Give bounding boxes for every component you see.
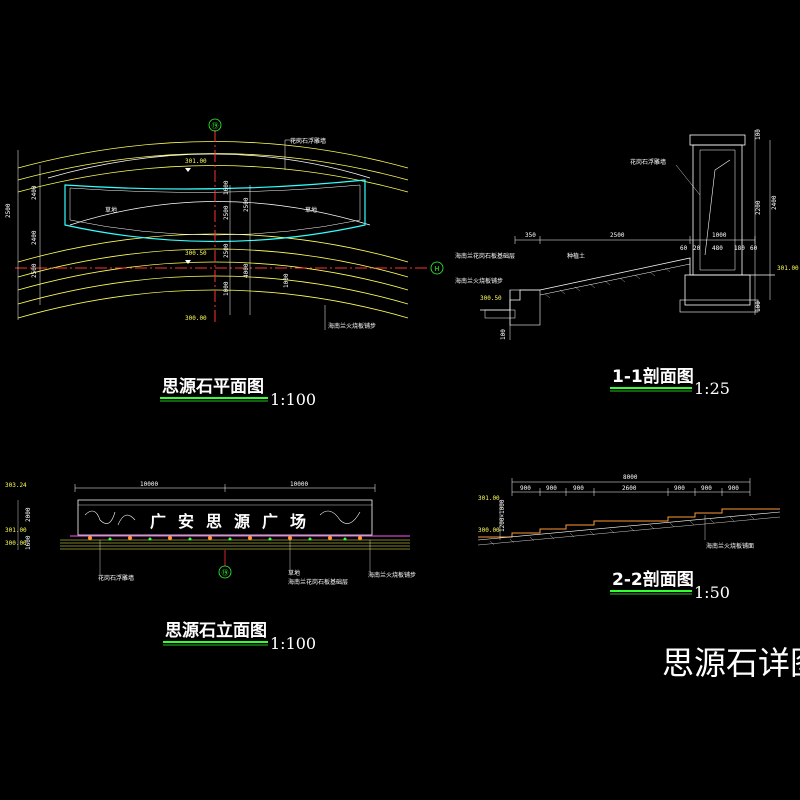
plan-note-paving: 海南兰火烧板铺步 [328,322,376,330]
plan-dim-mid-1: 1600 [223,180,230,195]
s11-note-soil: 种植土 [567,252,585,260]
plan-dim-left-4: 2400 [31,230,38,245]
plan-dim-left-2: 2400 [31,185,38,200]
s22-dim-7: 900 [728,485,739,492]
elev-level-300: 300.00 [5,540,27,547]
s11-wall-body [692,144,743,276]
s11-dim-100: 100 [500,329,507,340]
sheet-title: 思源石详图 [662,644,800,682]
elev-note-stone: 花岗石浮雕墙 [98,574,134,582]
elev-dim-right: 10000 [290,481,308,488]
plan-dim-mid-6: 1000 [223,281,230,296]
section-2-2: 8000 900 900 900 2600 900 900 900 301.00… [477,474,781,602]
elev-carve-1: 广 [150,512,166,531]
plan-dim-left-3: 2500 [31,263,38,278]
plan-axis-h-bubble [430,261,444,275]
elev-note-pave1: 海南兰花岗石板基础层 [288,578,348,586]
s11-dim-180: 180 [734,245,745,252]
plan-level-300-5: 300.50 [185,250,207,257]
s22-level-301: 301.00 [478,495,500,502]
s11-dim-480: 480 [712,245,723,252]
s11-dim-20: 20 [693,245,701,252]
elev-note-lawn: 草地 [288,569,300,577]
s22-dim-1: 900 [520,485,531,492]
plan-dim-left-1: 2500 [5,203,12,218]
s11-dim-v-2200: 2200 [755,200,762,215]
plan-title: 思源石平面图 [162,376,264,397]
s11-dim-60b: 60 [750,245,758,252]
elev-scale: 1:100 [270,634,316,653]
s11-level-300-5: 300.50 [480,295,502,302]
elev-title: 思源石立面图 [165,620,267,641]
s11-dim-v-100: 100 [755,129,762,140]
s11-scale: 1:25 [694,379,730,398]
s11-dim-60: 60 [680,245,688,252]
elev-carve-3: 思 [206,512,222,531]
s22-note: 海南兰火烧板铺面 [706,542,754,550]
s22-dim-3: 900 [573,485,584,492]
elev-note-pave2: 海南兰火烧板铺步 [368,571,416,579]
s22-dim-4: 2600 [622,485,637,492]
elev-dim-v-2: 1600 [25,535,32,550]
s11-note-base: 海南兰花岗石板基础层 [455,252,515,260]
elev-level-301: 301.00 [5,527,27,534]
plan-scale: 1:100 [270,390,316,409]
plan-dim-mid-5: 4000 [243,263,250,278]
s11-level-301: 301.00 [777,265,799,272]
elev-level-303: 303.24 [5,482,27,489]
s22-dim-6: 900 [701,485,712,492]
s11-dim-v-2400: 2400 [771,195,778,210]
plan-dim-mid-2: 2500 [223,205,230,220]
s22-dim-total: 8000 [623,474,638,481]
s22-level-300: 300.00 [478,527,500,534]
elev-wall-outline [77,499,373,536]
s11-note-step: 海南兰火烧板铺步 [455,277,503,285]
s11-dim-2500: 2500 [610,232,625,239]
s22-step-line [478,508,780,538]
s11-ground-line [480,257,775,311]
section-1-1: 350 2500 1000 60 20 480 180 60 100 2400 … [455,129,799,398]
plan-label-lawn-left: 草地 [105,206,117,214]
plan-stone-wall-outline [64,179,366,243]
s22-title: 2-2剖面图 [612,569,694,590]
elev-carve-4: 源 [234,512,250,531]
elevation-view: 10000 10000 广 安 思 源 广 场 ⑲ [5,481,416,653]
elev-dim-v-1: 2000 [25,507,32,522]
s22-dim-5: 900 [674,485,685,492]
plan-label-lawn-right: 草地 [305,206,317,214]
plan-axis-19-bubble [208,118,222,132]
s11-note-wall: 花岗石浮雕墙 [630,158,666,166]
plan-dim-mid-4: 2500 [223,243,230,258]
s22-dim-2: 900 [546,485,557,492]
plan-level-300: 300.00 [185,315,207,322]
plan-level-301: 301.00 [185,158,207,165]
plan-axis-19-label: ⑲ [212,122,219,130]
elev-carve-5: 广 [262,512,278,531]
s11-dim-350: 350 [525,232,536,239]
plan-note-stone: 花岗石浮雕墙 [290,137,326,145]
elev-carve-6: 场 [290,512,306,531]
s22-dim-v: 1200×1000 [499,499,506,532]
plan-axis-h-label: H [435,265,439,273]
plan-view: ⑲ H 2500 2400 2500 2400 1600 2500 2500 2… [5,118,444,409]
s11-title: 1-1剖面图 [612,366,694,387]
plan-dim-mid-7: 1000 [283,273,290,288]
s11-dim-v-100b: 100 [755,301,762,312]
elev-axis-label: ⑲ [222,569,229,577]
plan-dim-mid-3: 2500 [243,197,250,212]
s22-scale: 1:50 [694,583,730,602]
elev-dim-left: 10000 [140,481,158,488]
elev-carve-2: 安 [178,512,194,531]
s11-dim-1000: 1000 [712,232,727,239]
